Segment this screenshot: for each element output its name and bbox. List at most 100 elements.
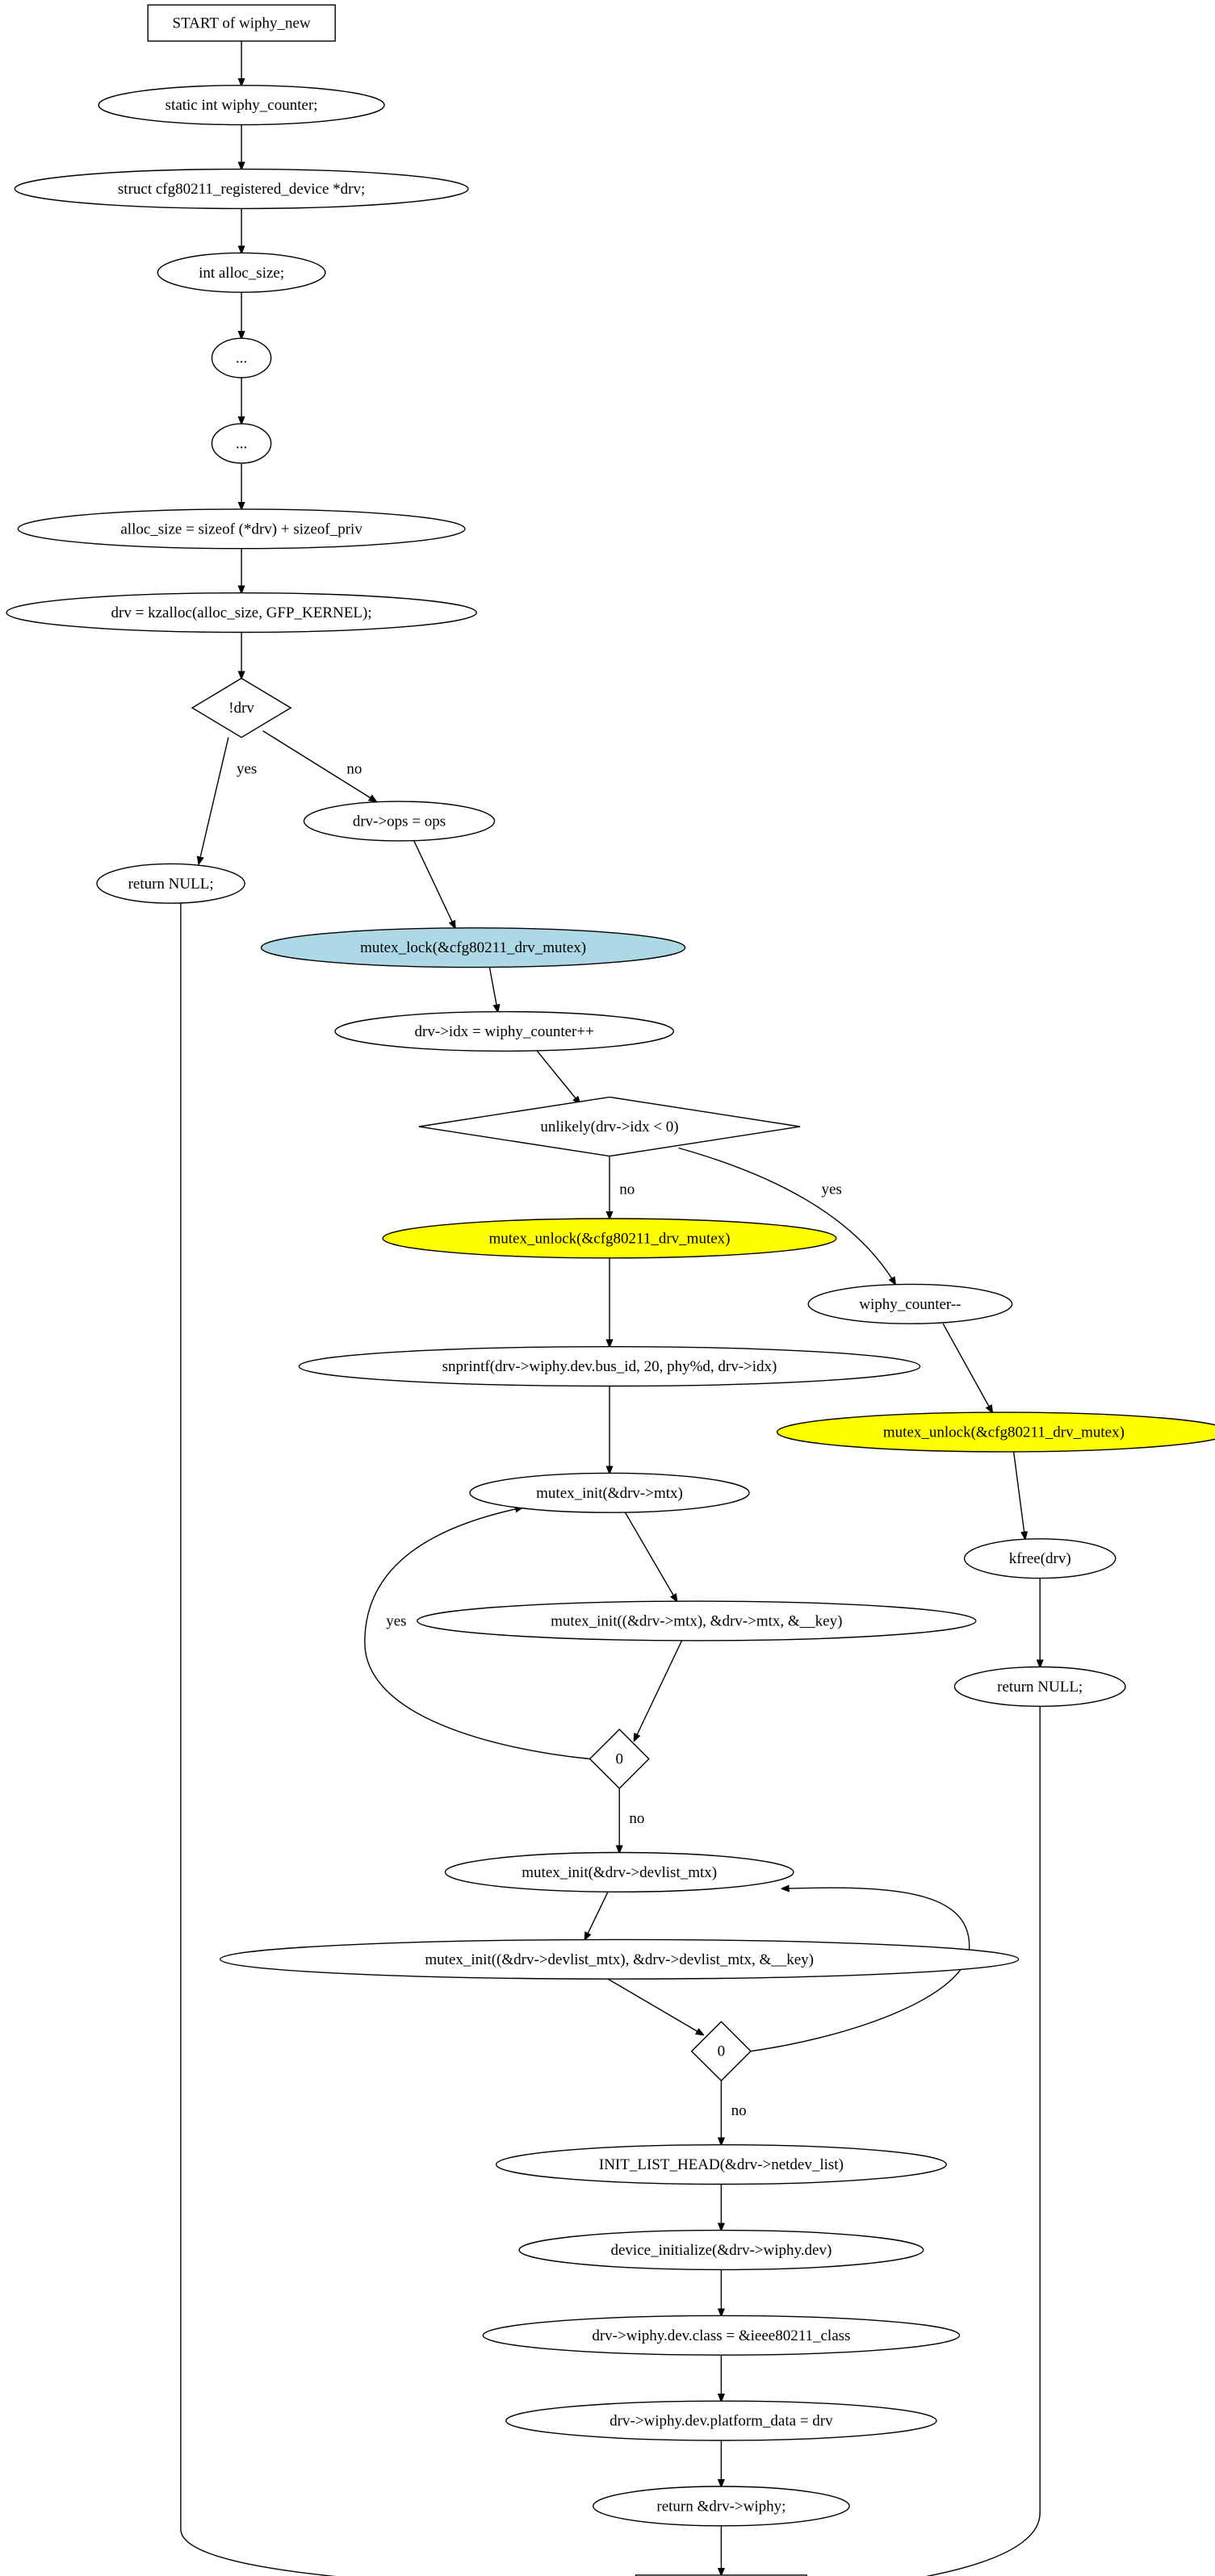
edge-n10-to-d2 xyxy=(536,1050,580,1103)
node-ellipse xyxy=(593,2486,850,2527)
edge-n8-to-n9 xyxy=(413,840,455,928)
node-n3: int alloc_size; xyxy=(157,252,326,293)
node-ellipse xyxy=(807,1283,1013,1324)
node-ellipse xyxy=(260,927,686,968)
node-n1: static int wiphy_counter; xyxy=(98,85,385,126)
node-d1: !drv xyxy=(191,677,292,738)
edge-n15-to-n17 xyxy=(623,1510,677,1601)
edge-d2-to-n12 xyxy=(678,1147,896,1285)
node-n9: mutex_lock(&cfg80211_drv_mutex) xyxy=(260,927,686,968)
edge-n18-to-n19 xyxy=(585,1891,609,1939)
node-ellipse xyxy=(211,423,272,464)
node-box xyxy=(147,4,336,42)
node-n18: mutex_init(&drv->devlist_mtx) xyxy=(444,1851,794,1892)
node-n15: mutex_init(&drv->mtx) xyxy=(469,1472,750,1513)
node-r2: return NULL; xyxy=(953,1666,1126,1707)
node-label: ... xyxy=(236,436,247,453)
node-ellipse xyxy=(469,1472,750,1513)
node-label: mutex_init(&drv->mtx) xyxy=(536,1485,683,1502)
edge-r2-to-end xyxy=(925,1706,1041,2576)
node-label: mutex_init(&drv->devlist_mtx) xyxy=(522,1864,717,1881)
node-ellipse xyxy=(96,863,245,904)
node-d4: 0 xyxy=(690,2021,752,2082)
node-n22: drv->wiphy.dev.class = &ieee80211_class xyxy=(482,2315,961,2356)
node-ellipse xyxy=(211,337,272,378)
node-ellipse xyxy=(220,1938,1020,1980)
node-ellipse xyxy=(505,2400,937,2441)
node-ellipse xyxy=(518,2229,924,2271)
node-ellipse xyxy=(157,252,326,293)
node-label: drv->ops = ops xyxy=(353,813,446,830)
node-n19: mutex_init((&drv->devlist_mtx), &drv->de… xyxy=(220,1938,1020,1980)
node-label: int alloc_size; xyxy=(199,265,284,282)
node-n2: struct cfg80211_registered_device *drv; xyxy=(14,168,469,210)
node-ellipse xyxy=(298,1345,921,1387)
node-n6: alloc_size = sizeof (*drv) + sizeof_priv xyxy=(17,508,466,550)
node-label: return &drv->wiphy; xyxy=(656,2498,786,2515)
node-ellipse xyxy=(482,2315,961,2356)
edge-r1-to-end xyxy=(180,903,337,2576)
node-d3: 0 xyxy=(589,1728,650,1790)
node-ellipse xyxy=(417,1600,977,1641)
node-label: !drv xyxy=(228,700,254,717)
node-label: mutex_unlock(&cfg80211_drv_mutex) xyxy=(488,1230,730,1247)
node-label: 0 xyxy=(718,2043,726,2060)
decision-diamond xyxy=(589,1728,650,1790)
node-label: drv->wiphy.dev.class = &ieee80211_class xyxy=(592,2327,850,2344)
edge-label-yes: yes xyxy=(237,761,257,778)
edge-d1-to-n8 xyxy=(262,730,376,802)
node-label: mutex_lock(&cfg80211_drv_mutex) xyxy=(360,939,586,956)
node-n13: snprintf(drv->wiphy.dev.bus_id, 20, phy%… xyxy=(298,1345,921,1387)
node-n16: kfree(drv) xyxy=(963,1538,1117,1579)
edge-d1-to-r1 xyxy=(199,737,229,864)
edge-label-no: no xyxy=(629,1810,644,1827)
node-label: 0 xyxy=(615,1751,623,1768)
node-n20: INIT_LIST_HEAD(&drv->netdev_list) xyxy=(495,2144,947,2185)
node-label: mutex_init((&drv->mtx), &drv->mtx, &__ke… xyxy=(551,1613,842,1630)
edge-n9-to-n10 xyxy=(488,967,497,1012)
node-label: kfree(drv) xyxy=(1009,1550,1071,1567)
node-label: drv->idx = wiphy_counter++ xyxy=(415,1023,594,1040)
node-ellipse xyxy=(963,1538,1117,1579)
node-label: drv = kzalloc(alloc_size, GFP_KERNEL); xyxy=(111,604,372,621)
node-ellipse xyxy=(953,1666,1126,1707)
edge-label-no: no xyxy=(619,1181,635,1198)
node-r1: return NULL; xyxy=(96,863,245,904)
node-n4: ... xyxy=(211,337,272,378)
node-n12: wiphy_counter-- xyxy=(807,1283,1013,1324)
node-label: wiphy_counter-- xyxy=(859,1296,961,1313)
node-label: ... xyxy=(236,350,247,367)
edge-n12-to-n14 xyxy=(942,1323,992,1412)
node-ellipse xyxy=(382,1218,837,1259)
node-ellipse xyxy=(17,508,466,550)
node-n11: mutex_unlock(&cfg80211_drv_mutex) xyxy=(382,1218,837,1259)
edge-label-yes: yes xyxy=(386,1613,406,1630)
node-label: device_initialize(&drv->wiphy.dev) xyxy=(610,2242,832,2259)
node-label: return NULL; xyxy=(997,1679,1083,1696)
node-ellipse xyxy=(14,168,469,210)
node-label: mutex_unlock(&cfg80211_drv_mutex) xyxy=(883,1424,1125,1441)
edge-label-no: no xyxy=(731,2102,747,2119)
edge-label-yes: yes xyxy=(822,1181,842,1198)
node-n23: drv->wiphy.dev.platform_data = drv xyxy=(505,2400,937,2441)
node-box xyxy=(635,2574,807,2576)
node-ellipse xyxy=(98,85,385,126)
node-n21: device_initialize(&drv->wiphy.dev) xyxy=(518,2229,924,2271)
node-start: START of wiphy_new xyxy=(147,4,336,42)
node-label: return NULL; xyxy=(128,876,214,893)
node-n10: drv->idx = wiphy_counter++ xyxy=(334,1010,675,1052)
edge-label-no: no xyxy=(346,761,362,778)
edge-d3-to-n15 xyxy=(364,1508,590,1760)
edge-d4-to-n18 xyxy=(750,1888,970,2052)
decision-diamond xyxy=(418,1096,801,1157)
node-label: mutex_init((&drv->devlist_mtx), &drv->de… xyxy=(425,1951,814,1968)
node-n5: ... xyxy=(211,423,272,464)
node-ellipse xyxy=(6,592,477,634)
node-label: static int wiphy_counter; xyxy=(165,97,318,114)
node-ellipse xyxy=(334,1010,675,1052)
node-ellipse xyxy=(776,1411,1215,1453)
node-label: START of wiphy_new xyxy=(173,15,311,32)
node-ellipse xyxy=(444,1851,794,1892)
